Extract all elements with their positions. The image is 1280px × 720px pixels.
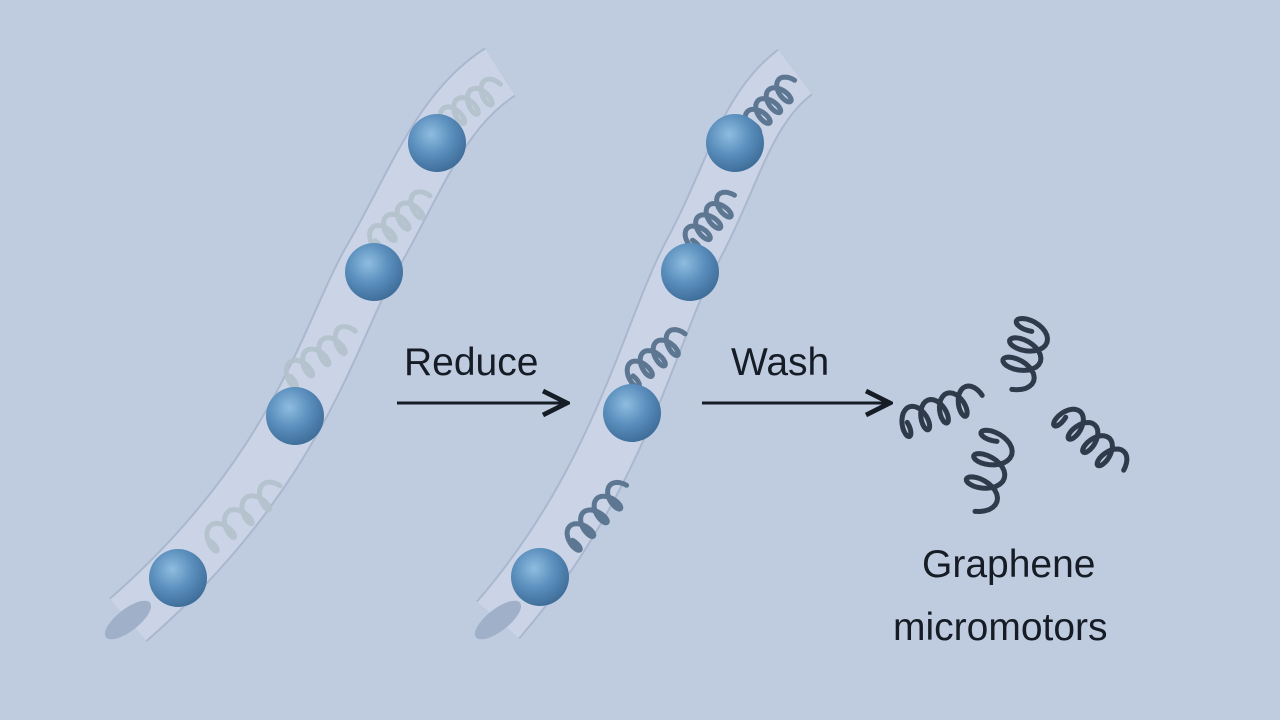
- helix: [283, 324, 358, 390]
- sphere: [345, 243, 403, 301]
- wash-label: Wash: [731, 341, 830, 384]
- product-label-line2: micromotors: [893, 606, 1108, 649]
- sphere: [661, 243, 719, 301]
- helix: [564, 479, 630, 553]
- sphere: [266, 387, 324, 445]
- sphere: [706, 114, 764, 172]
- sphere: [408, 114, 466, 172]
- free-graphene-micromotors: [899, 316, 1130, 514]
- micromotor-helix: [1051, 406, 1130, 473]
- tube-end-cap: [104, 600, 152, 640]
- reduce-label: Reduce: [404, 341, 539, 384]
- sphere: [511, 548, 569, 606]
- tube-end-cap: [474, 600, 522, 640]
- helix: [437, 76, 503, 136]
- helix: [624, 327, 688, 390]
- helix: [682, 189, 737, 254]
- micromotor-helix: [899, 383, 985, 439]
- fiber-tube-before: [104, 47, 517, 642]
- helix: [367, 189, 433, 255]
- sphere: [603, 384, 661, 442]
- product-label-line1: Graphene: [922, 543, 1096, 586]
- helix: [204, 479, 283, 554]
- micromotor-helix: [963, 427, 1015, 514]
- sphere: [149, 549, 207, 607]
- fiber-tube-reduced: [474, 48, 814, 640]
- micromotor-helix: [1000, 316, 1050, 393]
